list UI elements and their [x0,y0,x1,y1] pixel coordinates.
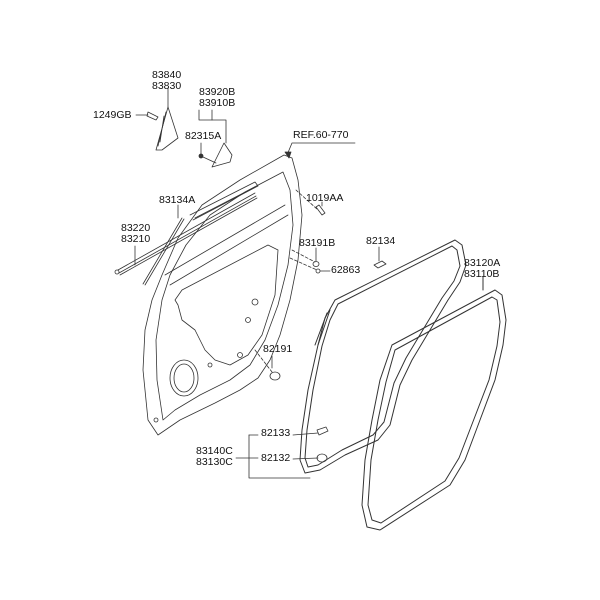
part-label-83120a-83110b: 83120A 83110B [464,257,501,280]
part-label-83134a: 83134A [159,194,196,206]
part-label-82191: 82191 [263,343,293,355]
part-label-83191b: 83191B [299,237,336,249]
belt-weatherstrip [114,192,258,276]
door-weatherstrip [299,239,467,474]
part-label-83140c-83130c: 83140C 83130C [196,445,233,468]
delta-molding [135,87,179,151]
ref-label: REF.60-770 [293,129,349,141]
run-channel [142,204,185,286]
part-label-62863: 62863 [331,264,361,276]
part-label-83920b-83910b: 83920B 83910B [199,86,236,109]
part-label-82132: 82132 [261,452,291,464]
part-label-83840-83830: 83840 83830 [152,69,182,92]
body-weatherstrip [361,276,507,531]
small-clips [289,247,331,274]
part-label-82134: 82134 [366,235,396,247]
clip-82134 [373,260,387,269]
triangle-garnish [198,109,233,168]
part-label-1019aa: 1019AA [306,192,344,204]
part-label-1249gb: 1249GB [93,109,132,121]
fasteners [235,426,329,479]
door-panel [142,154,303,436]
ref-leader [286,142,356,156]
part-label-83220-83210: 83220 83210 [121,222,151,245]
part-label-82315a: 82315A [185,130,222,142]
part-label-82133: 82133 [261,427,291,439]
